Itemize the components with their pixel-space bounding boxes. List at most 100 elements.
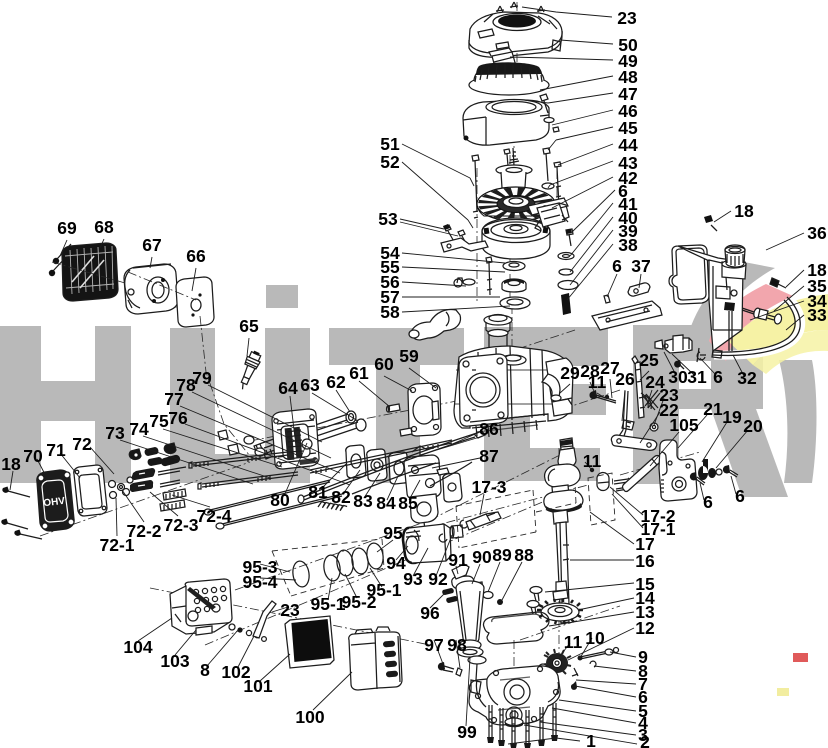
svg-text:95: 95 <box>383 523 403 543</box>
svg-text:93: 93 <box>403 569 423 589</box>
svg-text:55: 55 <box>380 257 400 277</box>
svg-text:24: 24 <box>645 372 665 392</box>
svg-text:61: 61 <box>349 363 369 383</box>
svg-text:96: 96 <box>420 603 440 623</box>
svg-text:8: 8 <box>200 660 210 680</box>
svg-text:70: 70 <box>23 446 43 466</box>
svg-text:43: 43 <box>618 153 638 173</box>
svg-text:12: 12 <box>635 618 655 638</box>
svg-text:72-3: 72-3 <box>163 515 198 535</box>
svg-text:13: 13 <box>635 602 655 622</box>
svg-text:95-4: 95-4 <box>242 572 277 592</box>
svg-text:OHV: OHV <box>43 496 66 510</box>
svg-text:48: 48 <box>618 67 638 87</box>
svg-text:36: 36 <box>807 223 827 243</box>
svg-text:103: 103 <box>160 651 189 671</box>
svg-text:23: 23 <box>617 8 637 28</box>
svg-text:52: 52 <box>380 152 400 172</box>
svg-text:15: 15 <box>635 574 655 594</box>
svg-text:88: 88 <box>514 545 534 565</box>
svg-text:2: 2 <box>640 732 650 748</box>
svg-text:95-1: 95-1 <box>310 594 345 614</box>
svg-text:85: 85 <box>398 493 418 513</box>
svg-text:86: 86 <box>479 419 499 439</box>
svg-text:56: 56 <box>380 272 400 292</box>
svg-text:100: 100 <box>295 707 324 727</box>
svg-text:31: 31 <box>687 367 707 387</box>
svg-text:77: 77 <box>164 389 183 409</box>
svg-text:80: 80 <box>270 490 290 510</box>
svg-text:16: 16 <box>635 551 655 571</box>
svg-text:74: 74 <box>129 419 149 439</box>
svg-text:79: 79 <box>192 368 212 388</box>
svg-text:102: 102 <box>221 662 250 682</box>
svg-text:101: 101 <box>243 676 272 696</box>
svg-text:8: 8 <box>638 661 648 681</box>
svg-text:6: 6 <box>638 687 648 707</box>
svg-text:37: 37 <box>631 256 650 276</box>
svg-text:25: 25 <box>639 350 659 370</box>
svg-text:17-3: 17-3 <box>471 477 506 497</box>
svg-text:76: 76 <box>168 408 188 428</box>
svg-text:95-2: 95-2 <box>341 592 376 612</box>
svg-text:66: 66 <box>186 246 206 266</box>
svg-text:73: 73 <box>105 423 125 443</box>
svg-text:58: 58 <box>380 302 400 322</box>
svg-text:75: 75 <box>149 411 169 431</box>
svg-text:6: 6 <box>713 367 723 387</box>
svg-text:98: 98 <box>447 635 467 655</box>
svg-text:68: 68 <box>94 217 114 237</box>
svg-text:97: 97 <box>424 635 443 655</box>
svg-text:64: 64 <box>278 378 298 398</box>
svg-text:9: 9 <box>638 647 648 667</box>
svg-text:90: 90 <box>472 547 492 567</box>
svg-text:54: 54 <box>380 243 400 263</box>
svg-text:23: 23 <box>659 385 679 405</box>
svg-text:30: 30 <box>668 367 688 387</box>
svg-text:6: 6 <box>703 492 713 512</box>
svg-text:41: 41 <box>618 194 638 214</box>
svg-text:11: 11 <box>564 632 583 652</box>
svg-text:38: 38 <box>618 235 638 255</box>
svg-text:27: 27 <box>600 358 619 378</box>
svg-text:42: 42 <box>618 168 638 188</box>
svg-text:39: 39 <box>618 221 638 241</box>
svg-text:105: 105 <box>669 415 698 435</box>
svg-text:95-1: 95-1 <box>366 580 401 600</box>
svg-text:72-2: 72-2 <box>126 521 161 541</box>
svg-text:11: 11 <box>588 372 607 392</box>
svg-text:45: 45 <box>618 118 638 138</box>
svg-text:62: 62 <box>326 372 346 392</box>
svg-text:18: 18 <box>1 454 21 474</box>
svg-text:67: 67 <box>142 235 161 255</box>
svg-text:78: 78 <box>176 375 196 395</box>
svg-text:81: 81 <box>308 482 328 502</box>
svg-text:72: 72 <box>72 434 92 454</box>
svg-text:44: 44 <box>618 135 638 155</box>
svg-text:29: 29 <box>560 363 580 383</box>
svg-text:21: 21 <box>703 399 723 419</box>
svg-text:3: 3 <box>638 725 648 745</box>
svg-text:19: 19 <box>722 407 742 427</box>
svg-text:18: 18 <box>807 260 827 280</box>
svg-text:23: 23 <box>280 600 300 620</box>
svg-text:57: 57 <box>380 287 399 307</box>
svg-text:89: 89 <box>492 545 512 565</box>
svg-text:7: 7 <box>638 674 648 694</box>
svg-text:83: 83 <box>353 491 373 511</box>
svg-text:95-3: 95-3 <box>242 557 277 577</box>
svg-text:28: 28 <box>580 361 600 381</box>
svg-text:17: 17 <box>635 534 654 554</box>
svg-text:99: 99 <box>457 722 477 742</box>
svg-text:49: 49 <box>618 51 638 71</box>
svg-text:18: 18 <box>734 201 754 221</box>
svg-text:6: 6 <box>618 181 628 201</box>
svg-text:72-4: 72-4 <box>196 506 231 526</box>
svg-text:46: 46 <box>618 101 638 121</box>
svg-text:14: 14 <box>635 588 655 608</box>
svg-text:22: 22 <box>659 400 679 420</box>
svg-text:71: 71 <box>46 440 66 460</box>
svg-text:72-1: 72-1 <box>99 535 134 555</box>
svg-text:34: 34 <box>807 291 827 311</box>
svg-text:10: 10 <box>585 628 605 648</box>
